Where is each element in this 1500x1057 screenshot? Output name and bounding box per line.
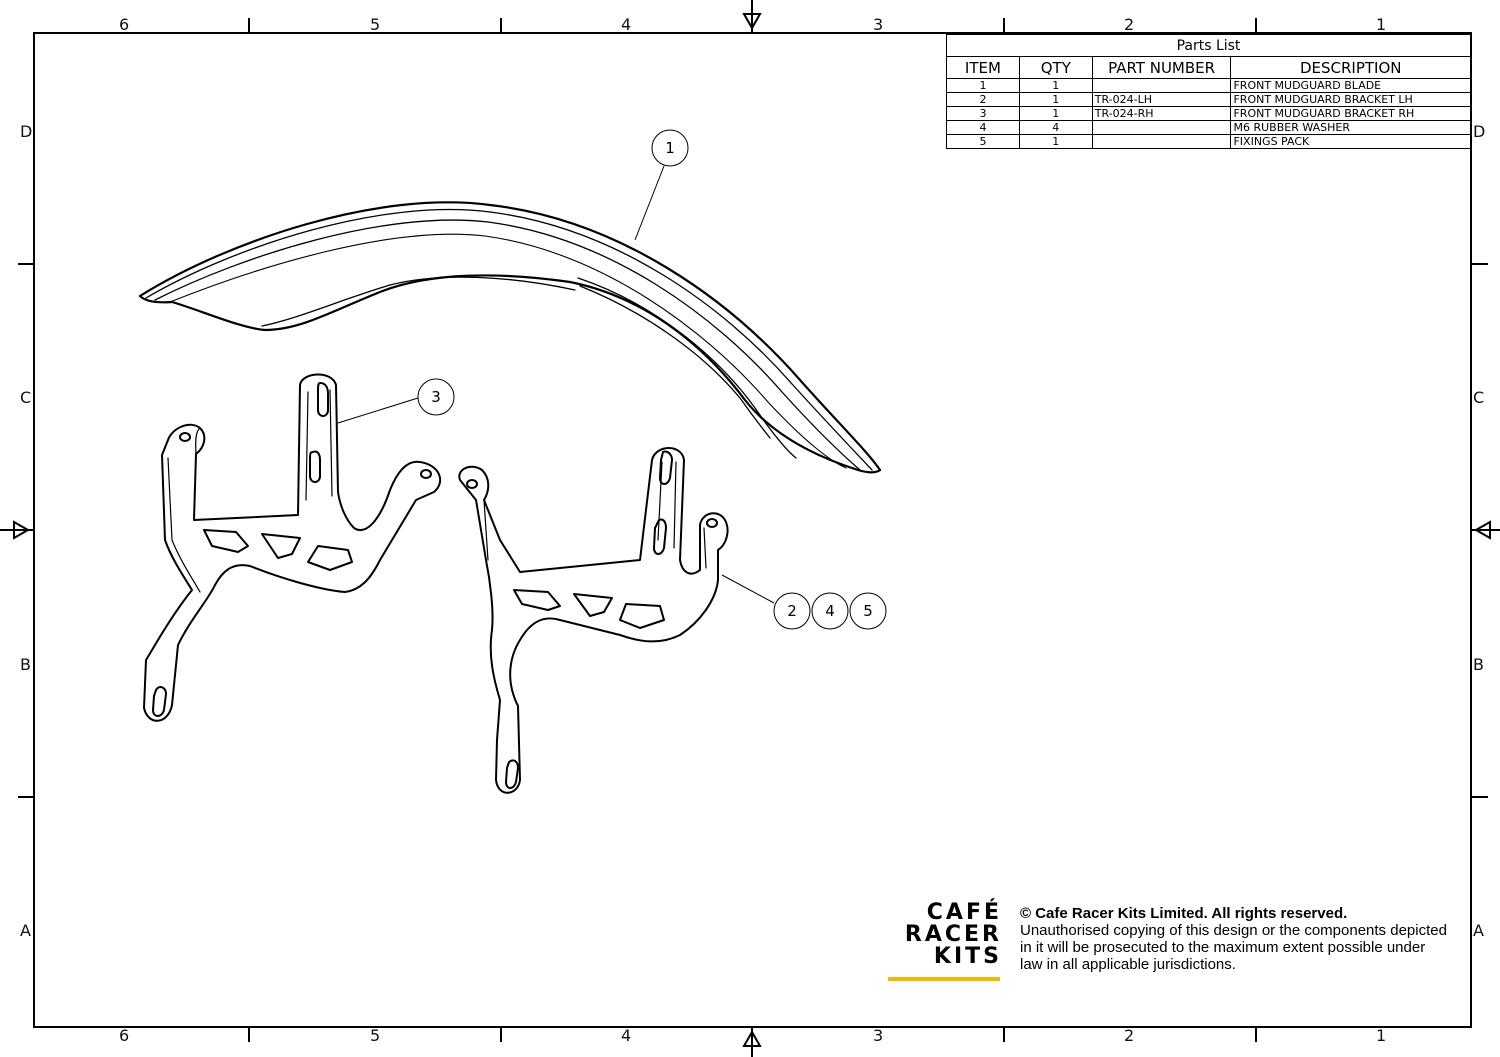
- table-row: 3 1 TR-024-RH FRONT MUDGUARD BRACKET RH: [946, 106, 1471, 121]
- header-description: DESCRIPTION: [1230, 56, 1471, 79]
- balloon-item-4: 4: [825, 602, 835, 620]
- cafe-racer-kits-logo: CAFÉ RACER KITS: [886, 902, 1002, 968]
- copyright-notice: © Cafe Racer Kits Limited. All rights re…: [1020, 905, 1450, 973]
- cell-qty: 1: [1018, 134, 1093, 149]
- logo-line-3: KITS: [933, 944, 1002, 969]
- cell-description: FRONT MUDGUARD BLADE: [1230, 78, 1471, 93]
- header-part-number: PART NUMBER: [1091, 56, 1232, 79]
- cell-part-number: [1091, 78, 1232, 93]
- cell-description: FRONT MUDGUARD BRACKET LH: [1230, 92, 1471, 107]
- cell-qty: 1: [1018, 78, 1093, 93]
- table-row: 4 4 M6 RUBBER WASHER: [946, 120, 1471, 135]
- balloon-leaders: [337, 165, 775, 604]
- cell-description: FRONT MUDGUARD BRACKET RH: [1230, 106, 1471, 121]
- zone-col-bottom-3: 3: [873, 1026, 884, 1045]
- logo-line-2: RACER: [904, 922, 1002, 947]
- cell-item: 4: [946, 120, 1020, 135]
- zone-col-bottom-1: 1: [1376, 1026, 1387, 1045]
- cell-qty: 1: [1018, 106, 1093, 121]
- zone-row-right-d: D: [1473, 122, 1486, 141]
- table-row: 2 1 TR-024-LH FRONT MUDGUARD BRACKET LH: [946, 92, 1471, 107]
- zone-col-top-5: 5: [370, 15, 381, 34]
- zone-row-left-b: B: [20, 655, 31, 674]
- balloon-labels: 1 3 2 4 5: [431, 139, 873, 620]
- bracket-lh-drawing: [458, 447, 729, 794]
- header-item: ITEM: [946, 56, 1020, 79]
- parts-list-table: Parts List ITEM QTY PART NUMBER DESCRIPT…: [946, 34, 1471, 149]
- zone-row-right-c: C: [1473, 388, 1485, 407]
- zone-row-left-c: C: [20, 388, 32, 407]
- cell-part-number: [1091, 134, 1232, 149]
- zone-col-top-4: 4: [621, 15, 632, 34]
- zone-row-left-d: D: [20, 122, 33, 141]
- cell-qty: 1: [1018, 92, 1093, 107]
- parts-list-title: Parts List: [946, 34, 1471, 57]
- cell-item: 1: [946, 78, 1020, 93]
- cell-description: M6 RUBBER WASHER: [1230, 120, 1471, 135]
- copyright-title: © Cafe Racer Kits Limited. All rights re…: [1020, 905, 1348, 922]
- zone-col-top-2: 2: [1124, 15, 1135, 34]
- balloon-item-2: 2: [787, 602, 797, 620]
- zone-col-top-6: 6: [119, 15, 130, 34]
- cell-description: FIXINGS PACK: [1230, 134, 1471, 149]
- table-row: 5 1 FIXINGS PACK: [946, 134, 1471, 149]
- copyright-body: Unauthorised copying of this design or t…: [1020, 922, 1447, 973]
- logo-accent-bar: [888, 977, 1000, 981]
- zone-col-top-3: 3: [873, 15, 884, 34]
- balloon-item-3: 3: [431, 388, 441, 406]
- cell-item: 2: [946, 92, 1020, 107]
- zone-ticks: [18, 18, 1488, 1042]
- sheet-frame: [33, 32, 1472, 1028]
- zone-col-bottom-6: 6: [119, 1026, 130, 1045]
- zone-row-left-a: A: [20, 921, 31, 940]
- zone-col-bottom-4: 4: [621, 1026, 632, 1045]
- header-qty: QTY: [1018, 56, 1093, 79]
- cell-part-number: TR-024-RH: [1091, 106, 1232, 121]
- bracket-rh-drawing: [143, 373, 442, 722]
- balloon-item-5: 5: [863, 602, 873, 620]
- cell-item: 5: [946, 134, 1020, 149]
- zone-row-right-a: A: [1473, 921, 1484, 940]
- cell-part-number: TR-024-LH: [1091, 92, 1232, 107]
- zone-col-top-1: 1: [1376, 15, 1387, 34]
- cell-item: 3: [946, 106, 1020, 121]
- zone-col-bottom-2: 2: [1124, 1026, 1135, 1045]
- zone-row-right-b: B: [1473, 655, 1484, 674]
- logo-line-1: CAFÉ: [926, 900, 1002, 925]
- zone-col-bottom-5: 5: [370, 1026, 381, 1045]
- balloon-circles: [417, 129, 887, 630]
- cell-qty: 4: [1018, 120, 1093, 135]
- mudguard-blade-drawing: [138, 201, 882, 474]
- balloon-item-1: 1: [665, 139, 675, 157]
- table-row: 1 1 FRONT MUDGUARD BLADE: [946, 78, 1471, 93]
- cell-part-number: [1091, 120, 1232, 135]
